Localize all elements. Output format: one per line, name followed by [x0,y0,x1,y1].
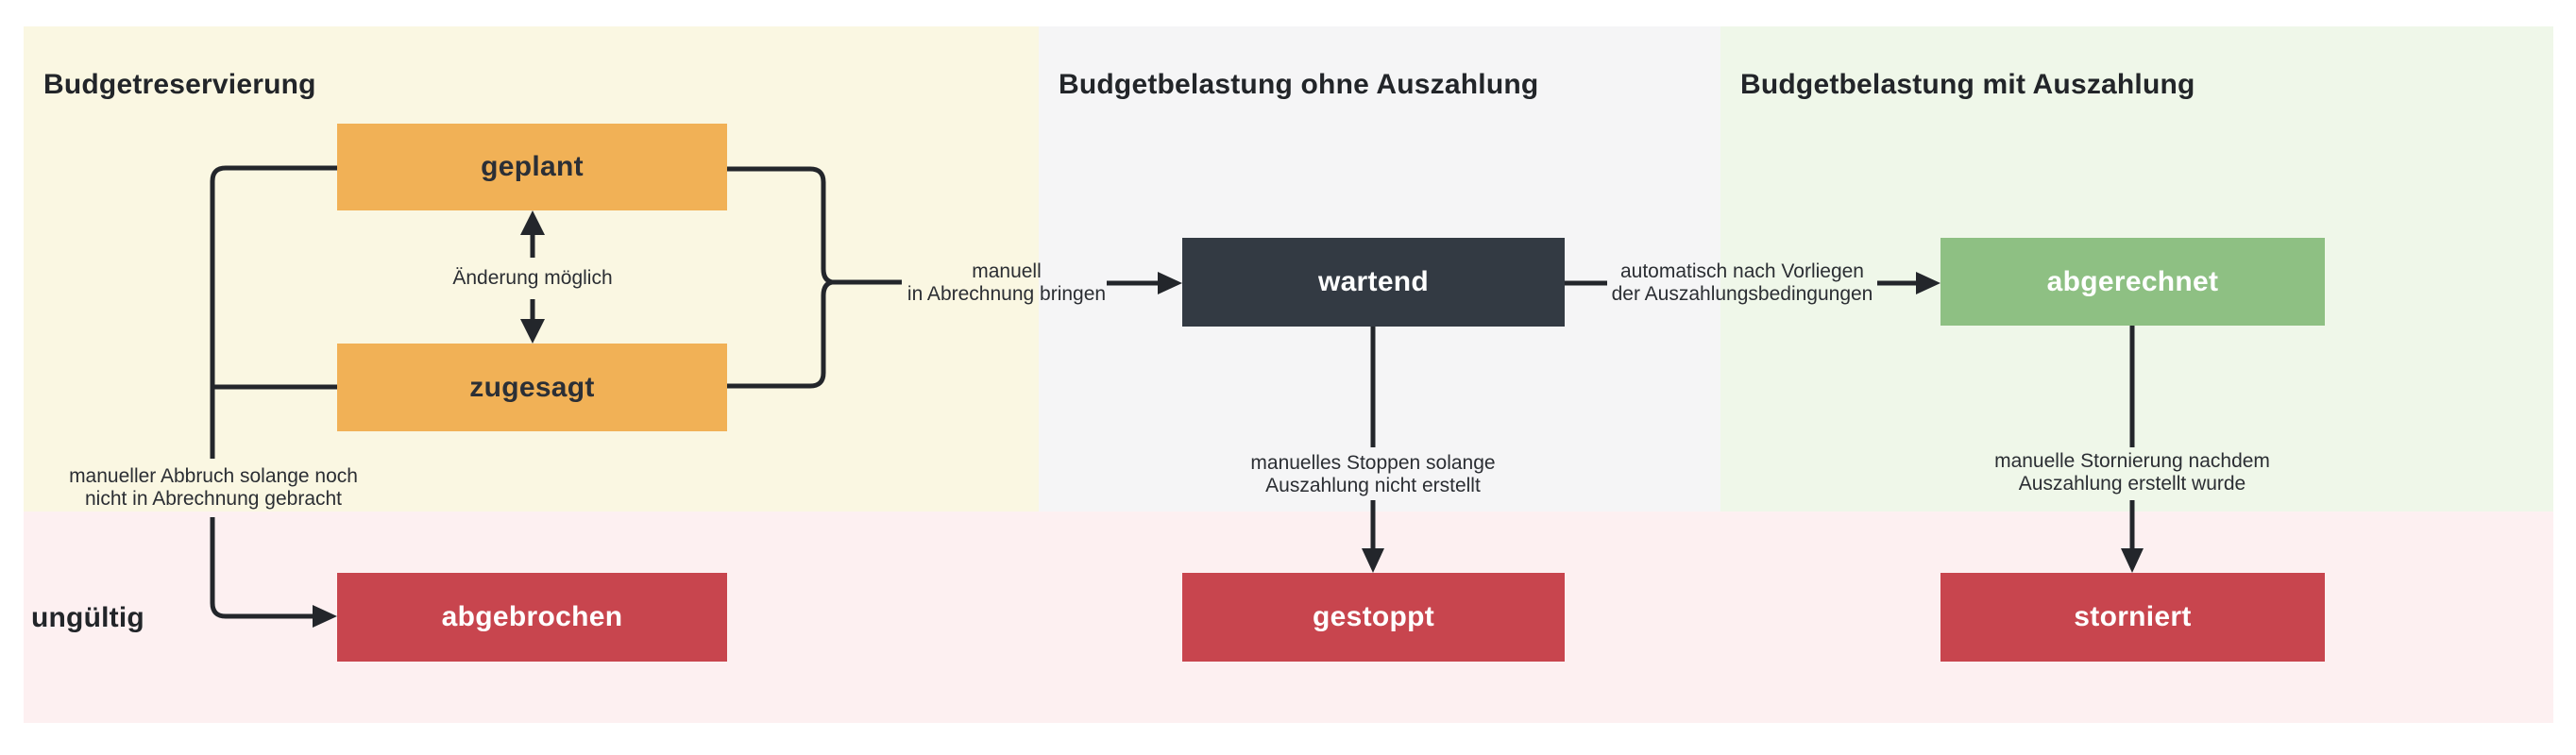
transition-label-line: automatisch nach Vorliegen [1619,260,1864,282]
transition-label-line: nicht in Abrechnung gebracht [84,488,343,510]
transition-label-line: der Auszahlungsbedingungen [1611,283,1873,305]
section-title-budgetbelastung-mit-auszahlung: Budgetbelastung mit Auszahlung [1740,69,2195,100]
transition-label-aenderung: Änderung möglich [452,267,612,290]
transition-label-auszahlung: automatisch nach Vorliegen der Auszahlun… [1612,260,1873,306]
state-abgerechnet: abgerechnet [1940,238,2325,326]
transition-label-stoppen: manuelles Stoppen solange Auszahlung nic… [1250,452,1495,497]
transition-label-line: in Abrechnung bringen [907,283,1107,305]
transition-label-line: manuell [972,260,1042,282]
state-abgebrochen: abgebrochen [337,573,727,662]
transition-label-line: manuelles Stoppen solange [1250,452,1496,474]
section-title-budgetreservierung: Budgetreservierung [43,69,316,100]
transition-label-abrechnung: manuell in Abrechnung bringen [907,260,1106,306]
state-gestoppt: gestoppt [1182,573,1565,662]
section-title-budgetbelastung-ohne-auszahlung: Budgetbelastung ohne Auszahlung [1059,69,1539,100]
state-storniert: storniert [1940,573,2325,662]
state-zugesagt: zugesagt [337,344,727,431]
section-title-ungueltig: ungültig [31,602,144,633]
transition-label-line: Änderung möglich [452,267,613,289]
transition-label-line: manuelle Stornierung nachdem [1994,450,2270,472]
state-geplant: geplant [337,124,727,210]
transition-label-stornierung: manuelle Stornierung nachdem Auszahlung … [1994,450,2270,495]
state-wartend: wartend [1182,238,1565,327]
section-budgetbelastung-ohne-auszahlung: Budgetbelastung ohne Auszahlung [1039,26,1720,512]
transition-label-abbruch: manueller Abbruch solange noch nicht in … [69,465,358,511]
transition-label-line: Auszahlung nicht erstellt [1265,475,1481,496]
transition-label-line: Auszahlung erstellt wurde [2018,473,2246,495]
transition-label-line: manueller Abbruch solange noch [69,465,358,487]
